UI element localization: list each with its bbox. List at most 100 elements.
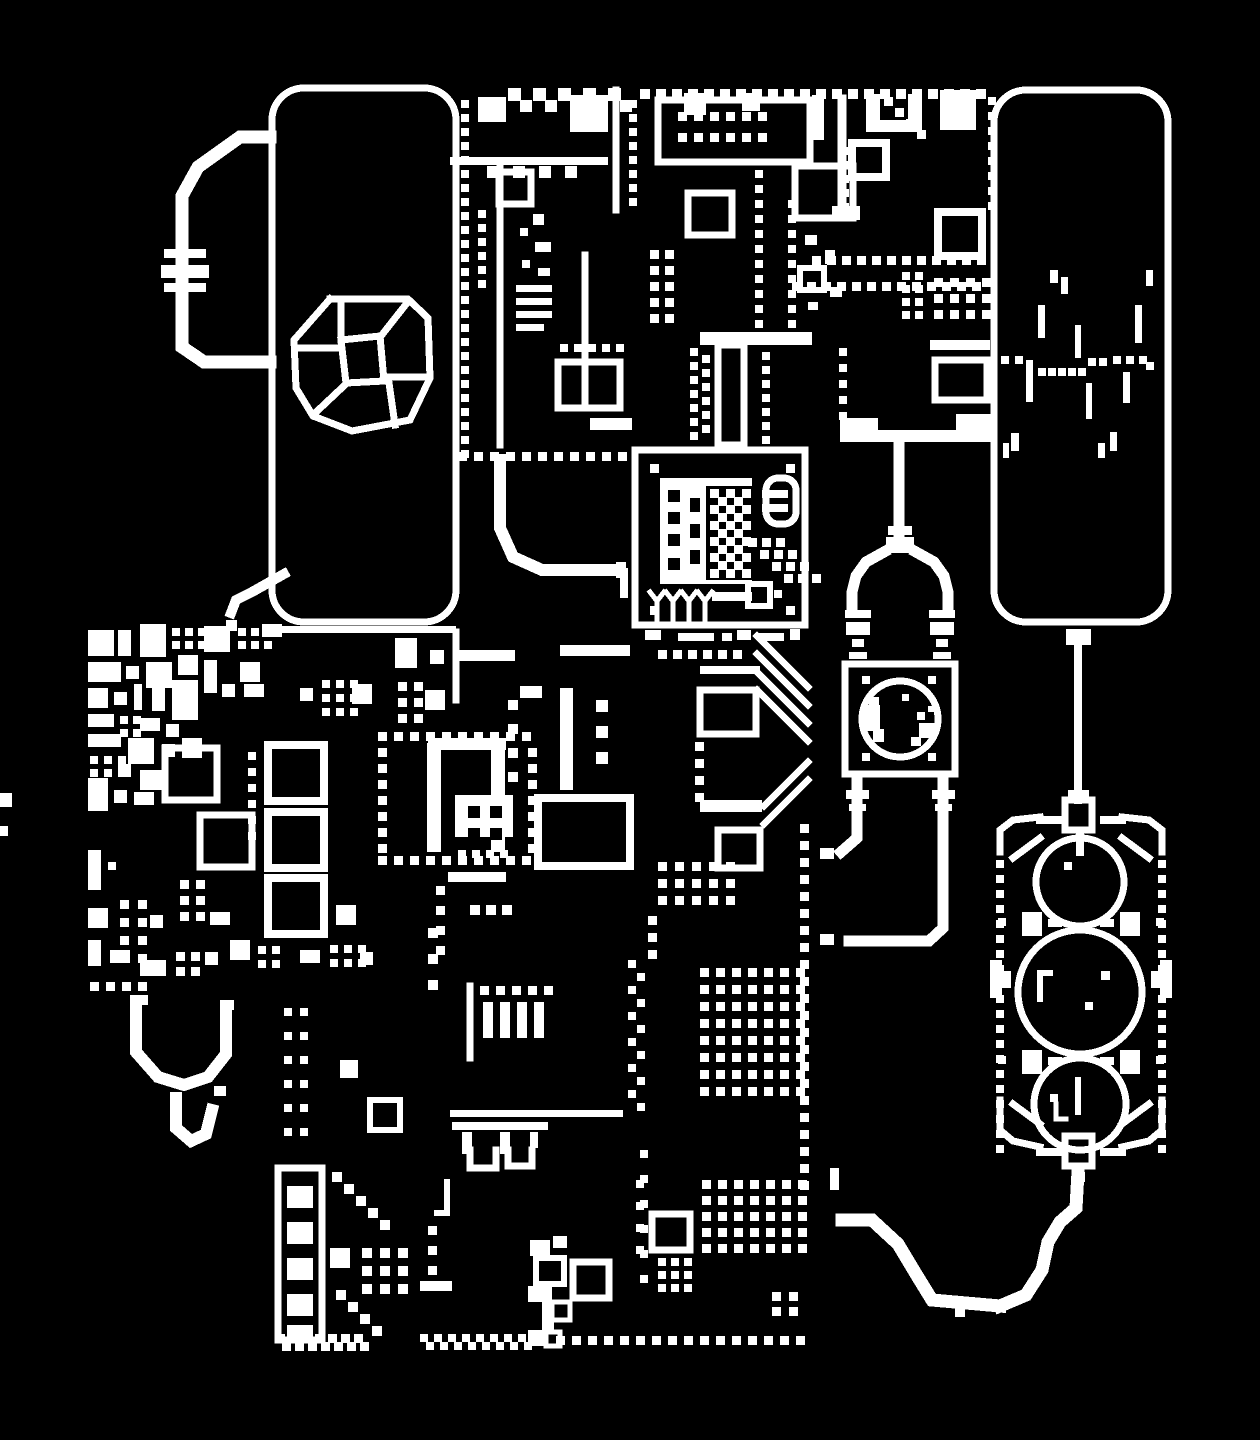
circuit-f (516, 298, 552, 305)
globe-f (911, 737, 921, 746)
texture-g-step (348, 1302, 358, 1312)
texture-d-dot (748, 1070, 757, 1079)
circuit-d-dot (982, 278, 991, 287)
texture-d-dot (315, 1334, 324, 1343)
circuit-d-dot (629, 114, 637, 122)
speckles-f (1135, 305, 1142, 343)
circuit-d-dot (690, 376, 698, 384)
texture-d-dot (508, 700, 518, 710)
circuit-d-dot (461, 352, 469, 360)
texture-d-dot (528, 986, 537, 995)
texture-d-dot (522, 732, 531, 741)
speckles-d-dot (1001, 356, 1009, 364)
speckles-f (1123, 372, 1130, 403)
texture-d-dot (718, 650, 727, 659)
texture-d-dot (120, 954, 129, 963)
circuit-d-dot (788, 320, 796, 328)
texture-d-dot (673, 650, 682, 659)
texture-d-dot (789, 1307, 798, 1316)
circuit-d-dot (678, 133, 687, 142)
bulbs-d-dot (1158, 1070, 1166, 1078)
texture-f (244, 684, 264, 697)
circuit-d-dot (461, 226, 469, 234)
bulbs-f (1100, 919, 1114, 927)
texture-d-dot (180, 880, 189, 889)
texture-d-dot (133, 716, 141, 724)
circuit-d-dot (872, 256, 881, 265)
bulbs-f (1101, 971, 1110, 980)
texture-d-dot (764, 985, 773, 994)
texture-d-dot (506, 856, 515, 865)
texture-f (128, 738, 154, 764)
texture-d-dot (295, 1342, 304, 1351)
texture-d-dot (264, 641, 272, 649)
texture-d-dot (185, 628, 193, 636)
texture-f (483, 1002, 493, 1038)
panel-d-dot (718, 561, 727, 570)
circuit-d-dot (988, 97, 996, 105)
texture-d-dot (675, 896, 684, 905)
circuit-f (520, 228, 528, 236)
texture-d-dot (272, 946, 280, 954)
texture-d-dot (336, 694, 344, 702)
texture-d-dot (675, 862, 684, 871)
globe-d-dot (800, 1096, 809, 1105)
texture-d-dot (308, 1342, 317, 1351)
circuit-d-dot (720, 89, 730, 99)
panel-f (762, 504, 788, 512)
texture-d-dot (750, 1212, 759, 1221)
circuit-d-dot (650, 266, 659, 275)
texture-g-step (336, 1290, 346, 1300)
texture-d-dot (362, 1248, 372, 1258)
texture-f (330, 1248, 350, 1268)
cube-l (337, 332, 388, 387)
texture-d-dot (198, 641, 206, 649)
texture-d-dot (628, 1064, 636, 1072)
circuit-d-dot (755, 185, 763, 193)
texture-d-dot (734, 1196, 743, 1205)
texture-d-dot (636, 1336, 645, 1345)
texture-d-dot (508, 772, 518, 782)
texture-d-dot (276, 1334, 285, 1343)
circuit-d-dot (762, 352, 770, 360)
globe-f (886, 537, 914, 553)
speckles-f (1098, 443, 1105, 458)
speckles-d-dot (1113, 356, 1121, 364)
circuit-f (538, 268, 550, 276)
texture-f (700, 666, 760, 674)
texture-d-dot (780, 1019, 789, 1028)
bulbs-f (955, 1298, 965, 1317)
texture-r (648, 1210, 694, 1254)
texture-d-dot (636, 1180, 644, 1188)
circuit-d-dot (934, 294, 943, 303)
panel-r (762, 474, 800, 528)
circuit-d-dot (461, 170, 469, 178)
texture-d-dot (120, 900, 129, 909)
panel-g-step (800, 562, 809, 571)
texture-d-dot (700, 1053, 709, 1062)
texture-f (230, 940, 250, 960)
texture-d-dot (354, 1334, 363, 1343)
circuit-d-dot (755, 290, 763, 298)
texture-d-dot (104, 769, 112, 777)
circuit-d-dot (461, 394, 469, 402)
texture-d-dot (702, 1228, 711, 1237)
bulbs-f (1037, 970, 1053, 976)
circuit-d-dot (896, 89, 906, 99)
circuit-d-dot (665, 314, 674, 323)
texture-d-dot (658, 879, 667, 888)
circuit-d-dot (665, 266, 674, 275)
circuit-f (742, 93, 760, 111)
panel-f (690, 550, 700, 564)
texture-d-dot (300, 1104, 308, 1112)
circuit-d-dot (762, 394, 770, 402)
circuit-d-dot (672, 89, 682, 99)
globe-d-dot (800, 824, 809, 833)
globe-f (820, 848, 834, 859)
circuit-d-dot (508, 88, 521, 101)
texture-f (152, 678, 165, 711)
speckles-d-dot (1058, 368, 1066, 376)
circuit-d-dot (726, 133, 735, 142)
texture-d-dot (726, 862, 735, 871)
